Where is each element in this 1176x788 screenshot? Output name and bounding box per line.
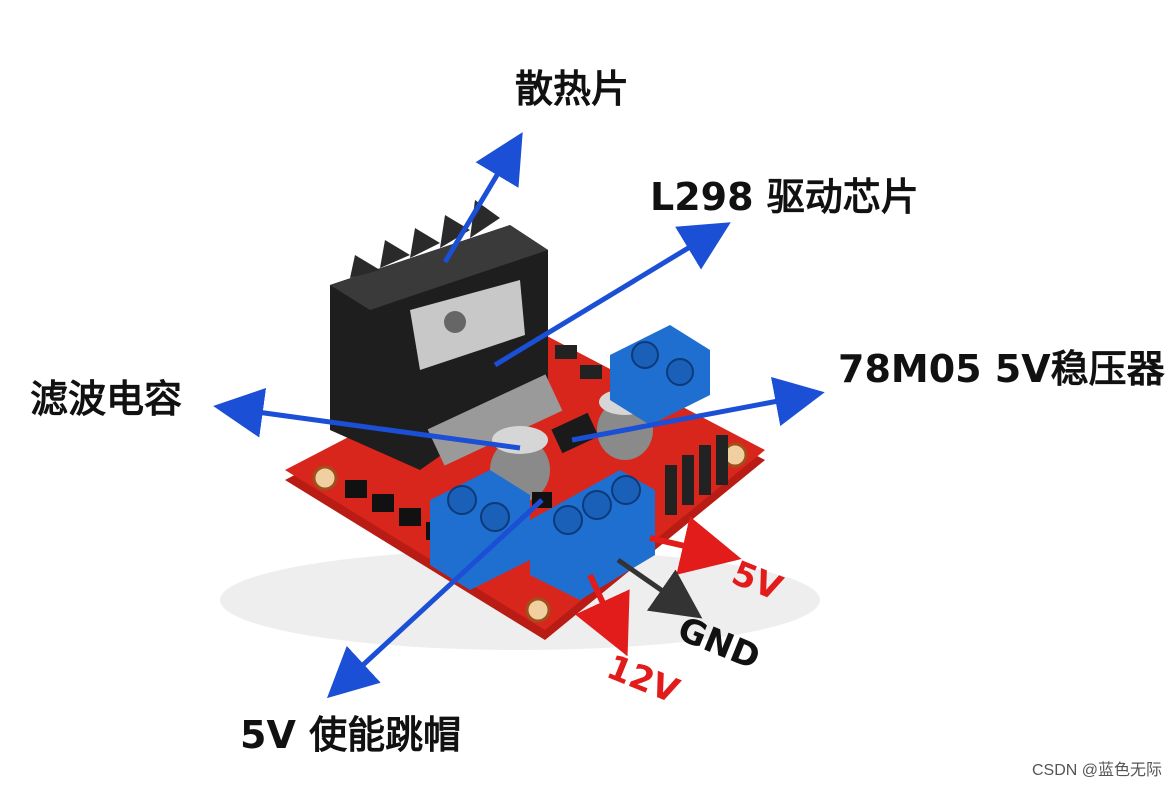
watermark: CSDN @蓝色无际 xyxy=(1031,762,1162,779)
arrow-enable-jumper xyxy=(326,498,544,699)
driver-chip-pins xyxy=(427,374,563,466)
terminal-block-left xyxy=(430,470,530,590)
driver-chip-label: L298 驱动芯片 xyxy=(650,175,919,219)
arrow-regulator xyxy=(571,376,825,443)
terminal-block-top xyxy=(610,325,710,425)
enable-jumper-label: 5V 使能跳帽 xyxy=(240,713,462,757)
arrow-heatsink xyxy=(442,132,523,264)
arrow-driver-chip xyxy=(493,222,731,368)
regulator-chip xyxy=(551,412,599,454)
arrow-12v xyxy=(575,573,630,657)
arrow-filter-capacitor xyxy=(213,387,521,451)
arrow-gnd xyxy=(616,557,703,619)
terminal-block-power xyxy=(530,470,655,600)
arrow-5v xyxy=(649,516,742,575)
right-header-pins xyxy=(665,435,728,515)
smd-part xyxy=(555,345,577,359)
smd-part xyxy=(580,365,602,379)
filter-capacitor-label: 滤波电容 xyxy=(30,377,183,421)
heatsink-label: 散热片 xyxy=(515,67,630,111)
regulator-label: 78M05 5V稳压器 xyxy=(838,347,1165,391)
